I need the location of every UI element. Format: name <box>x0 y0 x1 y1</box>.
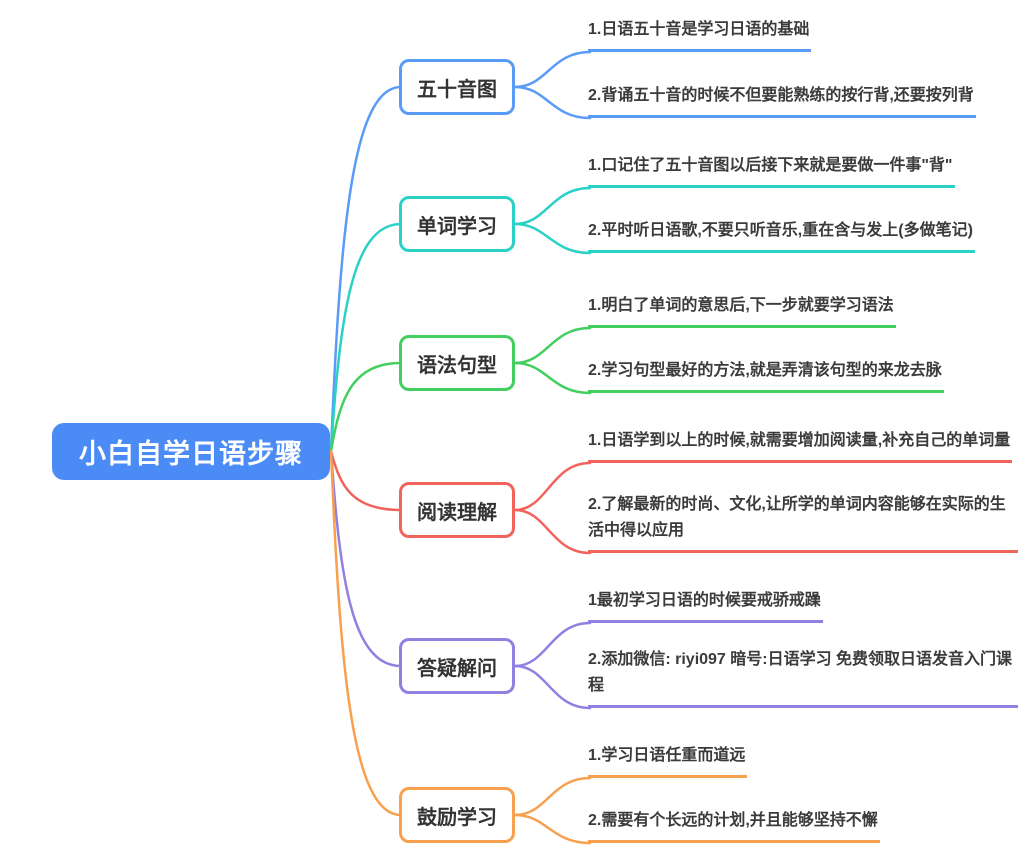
connector-branch-1-to-leaf-0 <box>513 186 592 226</box>
connector-branch-5-to-leaf-0 <box>513 776 592 817</box>
connector-root-to-branch-3 <box>329 449 403 512</box>
connector-root-to-branch-0 <box>329 85 403 453</box>
connector-root-to-branch-4 <box>329 449 403 668</box>
leaf-item-4-0[interactable]: 1最初学习日语的时候要戒骄戒躁 <box>588 588 823 623</box>
leaf-item-1-0[interactable]: 1.口记住了五十音图以后接下来就是要做一件事"背" <box>588 153 955 188</box>
connector-branch-4-to-leaf-1 <box>513 664 592 710</box>
connector-branch-3-to-leaf-1 <box>513 508 592 555</box>
connector-branch-4-to-leaf-0 <box>513 621 592 668</box>
connector-branch-2-to-leaf-1 <box>513 361 592 395</box>
leaf-item-5-0[interactable]: 1.学习日语任重而道远 <box>588 743 748 778</box>
leaf-item-3-0[interactable]: 1.日语学到以上的时候,就需要增加阅读量,补充自己的单词量 <box>588 428 1013 463</box>
branch-node-5[interactable]: 鼓励学习 <box>399 787 515 843</box>
leaf-item-2-1[interactable]: 2.学习句型最好的方法,就是弄清该句型的来龙去脉 <box>588 358 944 393</box>
branch-node-2[interactable]: 语法句型 <box>399 335 515 391</box>
connector-branch-3-to-leaf-0 <box>513 461 592 512</box>
connector-root-to-branch-1 <box>329 222 403 453</box>
branch-node-0[interactable]: 五十音图 <box>399 59 515 115</box>
leaf-item-0-1[interactable]: 2.背诵五十音的时候不但要能熟练的按行背,还要按列背 <box>588 83 976 118</box>
connector-branch-5-to-leaf-1 <box>513 813 592 845</box>
connector-root-to-branch-5 <box>329 449 403 817</box>
connector-branch-1-to-leaf-1 <box>513 222 592 255</box>
branch-node-1[interactable]: 单词学习 <box>399 196 515 252</box>
leaf-item-3-1[interactable]: 2.了解最新的时尚、文化,让所学的单词内容能够在实际的生活中得以应用 <box>588 492 1018 553</box>
connector-root-to-branch-2 <box>329 361 403 453</box>
leaf-item-2-0[interactable]: 1.明白了单词的意思后,下一步就要学习语法 <box>588 293 896 328</box>
root-node[interactable]: 小白自学日语步骤 <box>52 423 330 480</box>
connector-branch-0-to-leaf-1 <box>513 85 592 120</box>
leaf-item-5-1[interactable]: 2.需要有个长远的计划,并且能够坚持不懈 <box>588 808 880 843</box>
connector-branch-0-to-leaf-0 <box>513 50 592 89</box>
connector-branch-2-to-leaf-0 <box>513 326 592 365</box>
leaf-item-1-1[interactable]: 2.平时听日语歌,不要只听音乐,重在含与发上(多做笔记) <box>588 218 975 253</box>
branch-node-3[interactable]: 阅读理解 <box>399 482 515 538</box>
leaf-item-4-1[interactable]: 2.添加微信: riyi097 暗号:日语学习 免费领取日语发音入门课程 <box>588 647 1018 708</box>
branch-node-4[interactable]: 答疑解问 <box>399 638 515 694</box>
leaf-item-0-0[interactable]: 1.日语五十音是学习日语的基础 <box>588 17 812 52</box>
